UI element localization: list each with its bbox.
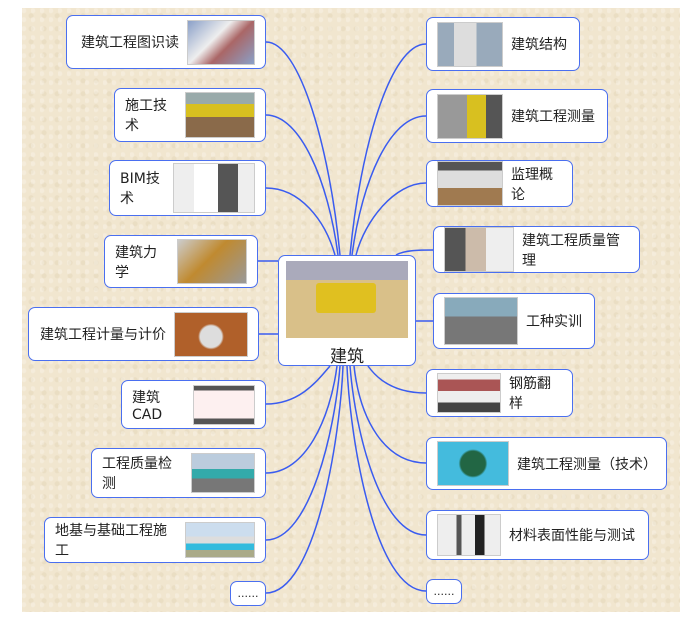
topic-label: 建筑工程计量与计价 [40,327,166,343]
topic-more-right[interactable]: ...... [426,579,462,604]
link [353,365,427,464]
central-topic-label: 建筑 [330,347,364,367]
topic-drawing-reading[interactable]: 建筑工程图识读 [66,15,266,69]
topic-label: 建筑工程测量 [511,109,595,125]
link [349,43,427,256]
topic-label: 工种实训 [526,314,582,330]
link [355,182,427,256]
topic-image [177,239,247,284]
topic-label: 监理概论 [511,166,553,203]
topic-label: ...... [433,585,455,598]
link [367,365,427,394]
link [351,115,427,256]
topic-foundation[interactable]: 地基与基础工程施工 [44,517,266,563]
topic-bim[interactable]: BIM技术 [109,160,266,216]
topic-label: 钢筋翻样 [509,376,551,412]
topic-image [437,441,509,486]
central-topic[interactable]: 建筑 [278,255,416,367]
excavator-image [286,261,408,338]
link [265,365,338,474]
link [265,187,336,256]
topic-label: 建筑工程测量（技术） [517,456,657,473]
topic-label: 建筑力学 [115,244,157,281]
topic-image [437,93,503,139]
topic-quality-inspection[interactable]: 工程质量检测 [91,448,266,498]
topic-trade-training[interactable]: 工种实训 [433,293,595,349]
topic-label: 建筑CAD [132,389,163,423]
topic-label: BIM技术 [120,171,160,207]
link [265,114,339,256]
topic-surveying-technology[interactable]: 建筑工程测量（技术） [426,437,667,490]
topic-structure[interactable]: 建筑结构 [426,17,580,71]
topic-material-testing[interactable]: 材料表面性能与测试 [426,510,649,560]
topic-image [437,161,503,206]
topic-image [174,311,248,357]
topic-surveying[interactable]: 建筑工程测量 [426,89,608,143]
topic-image [437,21,503,67]
topic-cad[interactable]: 建筑CAD [121,380,266,429]
link [349,365,427,536]
topic-label: 材料表面性能与测试 [509,528,635,544]
topic-more-left[interactable]: ...... [230,581,266,606]
topic-image [191,453,255,493]
topic-label: 建筑结构 [511,37,567,53]
topic-image [187,19,255,65]
topic-rebar-layout[interactable]: 钢筋翻样 [426,369,573,417]
topic-image [437,514,501,556]
topic-image [444,227,514,272]
topic-image [193,384,255,425]
topic-image [444,297,518,345]
link [346,365,427,592]
link [395,249,434,256]
topic-label: 工程质量检测 [102,456,172,492]
topic-supervision[interactable]: 监理概论 [426,160,573,207]
topic-image [185,522,255,558]
link [265,365,341,541]
topic-image [437,373,501,413]
topic-cost-estimation[interactable]: 建筑工程计量与计价 [28,307,259,361]
topic-mechanics[interactable]: 建筑力学 [104,235,258,288]
topic-quality-management[interactable]: 建筑工程质量管理 [433,226,640,273]
topic-label: 地基与基础工程施工 [55,523,167,559]
link [265,365,331,405]
topic-label: 施工技术 [125,98,167,134]
link [265,41,341,256]
topic-label: ...... [237,587,259,600]
topic-image [173,163,255,213]
link [265,365,344,594]
topic-construction-tech[interactable]: 施工技术 [114,88,266,142]
topic-label: 建筑工程图识读 [81,35,179,51]
topic-label: 建筑工程质量管理 [522,232,620,269]
topic-image [185,92,255,138]
